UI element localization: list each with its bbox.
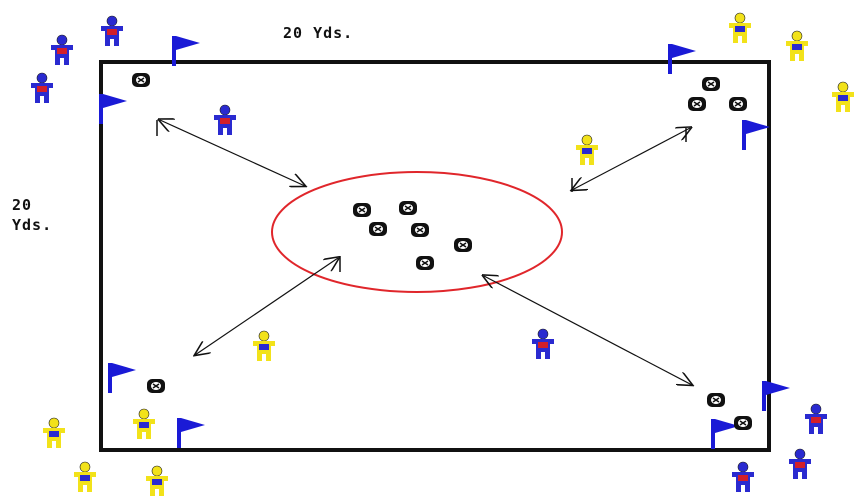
soccer-ball-icon [416,256,434,270]
player-icon [786,30,808,61]
soccer-ball-icon [734,416,752,430]
player-icon [101,15,123,46]
soccer-ball-icon [132,73,150,87]
flag-icon [762,381,790,411]
soccer-ball-icon [702,77,720,91]
player-icon [732,461,754,492]
soccer-ball-icon [454,238,472,252]
flag-icon [99,94,127,124]
player-icon [576,134,598,165]
soccer-ball-icon [147,379,165,393]
balls [132,73,752,430]
soccer-ball-icon [729,97,747,111]
field-boundary [99,60,771,452]
soccer-ball-icon [369,222,387,236]
player-icon [31,72,53,103]
player-icon [729,12,751,43]
player-icon [832,81,854,112]
player-icon [253,330,275,361]
flags [99,36,790,449]
soccer-ball-icon [688,97,706,111]
flag-icon [742,120,770,150]
soccer-ball-icon [707,393,725,407]
player-icon [74,461,96,492]
center-circle [271,171,563,293]
flag-icon [172,36,200,66]
flag-icon [108,363,136,393]
players [31,12,854,496]
player-icon [214,104,236,135]
player-icon [532,328,554,359]
soccer-ball-icon [353,203,371,217]
top-distance-label: 20 Yds. [283,24,354,42]
player-icon [805,403,827,434]
player-icon [51,34,73,65]
arrows [157,120,692,385]
flag-icon [668,44,696,74]
side-distance-label-unit: Yds. [12,216,53,234]
player-icon [789,448,811,479]
arrow-bottom-left [195,258,338,355]
flag-icon [711,419,739,449]
player-icon [133,408,155,439]
soccer-ball-icon [411,223,429,237]
player-icon [43,417,65,448]
flag-icon [177,418,205,448]
arrow-top-left [160,120,305,186]
arrow-top-right [572,128,690,190]
arrow-bottom-right [484,276,692,385]
soccer-ball-icon [399,201,417,215]
player-icon [146,465,168,496]
side-distance-label-value: 20 [12,196,33,214]
